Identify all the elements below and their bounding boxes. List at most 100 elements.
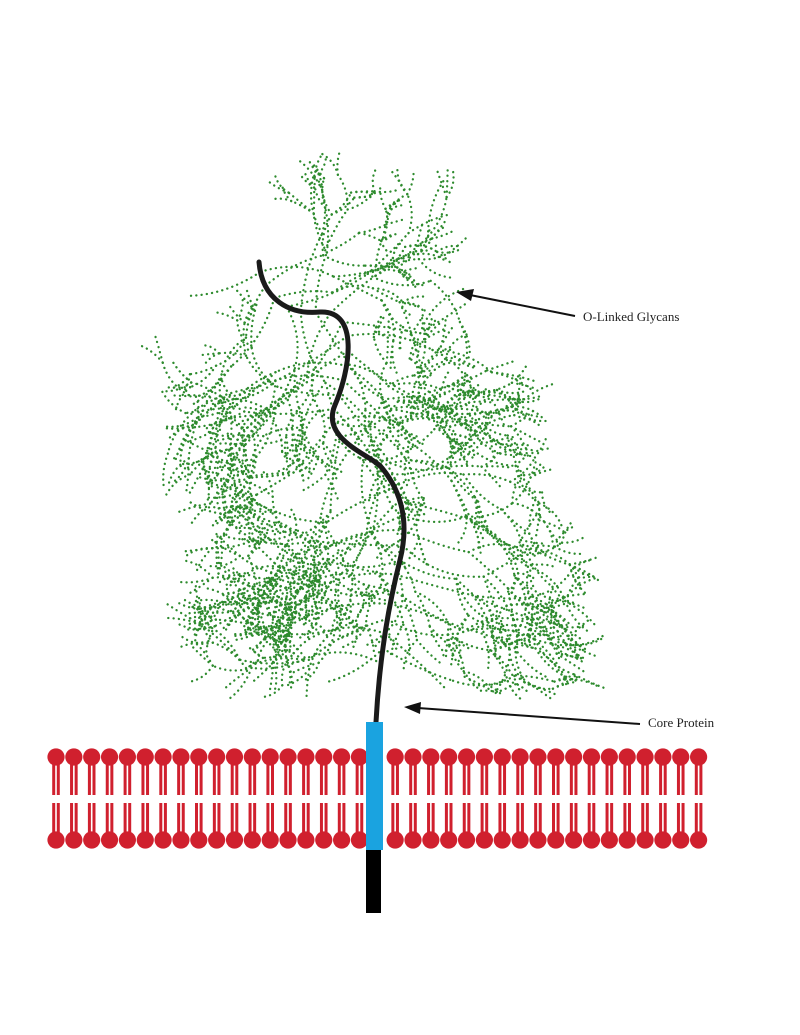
glycan-branch — [309, 607, 319, 628]
glycan-branch — [292, 422, 335, 474]
glycan-branch — [241, 526, 270, 540]
glycan-branch — [529, 460, 545, 479]
lipid-molecule — [475, 748, 493, 849]
glycan-branch — [551, 599, 565, 630]
glycan-branch — [392, 588, 473, 632]
glycan-branch — [568, 554, 602, 566]
glycan-branch — [434, 166, 448, 199]
glycan-branch — [465, 501, 514, 518]
glycan-branch — [489, 638, 521, 652]
glycan-branch — [294, 572, 354, 593]
glycan-branch — [250, 521, 285, 533]
glycan-branch — [373, 627, 390, 649]
glycan-branch — [529, 468, 553, 479]
o-linked-glycans — [139, 149, 606, 701]
glycan-branch — [350, 398, 384, 448]
glycan-branch — [184, 606, 217, 615]
glycan-branch — [210, 587, 254, 609]
glycan-branch — [245, 625, 266, 631]
glycan-branch — [385, 203, 396, 226]
glycan-branch — [535, 606, 548, 630]
glycan-branch — [182, 625, 216, 631]
glycan-branch — [339, 399, 400, 438]
glycan-branch — [451, 369, 489, 391]
glycan-branch — [482, 547, 533, 578]
glycan-branch — [321, 177, 327, 210]
glycan-branch — [280, 182, 293, 203]
glycan-branch — [246, 600, 265, 626]
glycan-branch — [200, 465, 222, 472]
glycan-branch — [362, 583, 377, 602]
glycan-branch — [199, 612, 215, 644]
glycan-branch — [465, 423, 475, 445]
glycan-branch — [509, 425, 541, 443]
glycan-branch — [173, 415, 200, 465]
glycan-branch — [247, 537, 263, 557]
glycan-branch — [533, 638, 567, 680]
glycan-branch — [513, 624, 543, 636]
glycan-branch — [548, 605, 553, 641]
glycan-branch — [470, 521, 482, 557]
glycan-branch — [472, 391, 514, 401]
glycan-branch — [256, 521, 271, 541]
glycan-branch — [465, 515, 508, 546]
glycan-branch — [380, 233, 397, 243]
glycan-branch — [446, 633, 466, 678]
glycan-branch — [325, 485, 396, 524]
glycan-branch — [439, 410, 468, 426]
glycan-branch — [393, 478, 410, 506]
glycans-label: O-Linked Glycans — [583, 309, 679, 324]
glycan-branch — [405, 502, 426, 516]
glycan-branch — [403, 457, 410, 491]
glycan-branch — [276, 539, 290, 572]
glycan-branch — [493, 653, 522, 694]
lipid-molecule — [529, 748, 547, 849]
glycan-branch — [299, 232, 324, 313]
glycan-branch — [529, 547, 572, 567]
glycan-branch — [321, 213, 333, 257]
glycan-branch — [402, 638, 419, 673]
glycan-branch — [286, 543, 304, 564]
glycan-branch — [516, 639, 537, 651]
glycan-branch — [360, 453, 380, 545]
glycan-branch — [267, 592, 274, 615]
glycan-branch — [374, 236, 385, 277]
glycan-branch — [353, 191, 378, 199]
glycan-branch — [366, 231, 410, 275]
glycan-branch — [189, 396, 224, 432]
glycan-branch — [161, 361, 190, 397]
glycan-branch — [380, 299, 395, 343]
glycan-branch — [189, 501, 222, 515]
glycan-branch — [241, 409, 263, 423]
glycan-branch — [335, 433, 362, 460]
glycan-branch — [240, 414, 268, 447]
lipid-molecule — [136, 748, 154, 849]
glycan-branch — [527, 618, 535, 648]
glycan-branch — [187, 415, 200, 460]
glycan-branch — [456, 639, 462, 663]
glycan-branch — [221, 490, 232, 525]
glycan-branch — [458, 320, 469, 362]
glycan-branch — [407, 440, 453, 483]
glycan-branch — [354, 586, 382, 622]
glycan-branch — [312, 539, 404, 547]
glycan-branch — [291, 580, 318, 621]
glycan-branch — [495, 388, 529, 395]
glycan-branch — [467, 400, 494, 404]
glycan-branch — [285, 660, 293, 691]
glycan-branch — [435, 250, 455, 267]
glycan-branch — [485, 683, 505, 698]
glycan-branch — [409, 369, 424, 420]
glycan-branch — [330, 191, 353, 216]
glycan-branch — [280, 654, 293, 687]
glycan-branch — [349, 589, 353, 615]
glycan-branch — [523, 681, 558, 697]
glycan-branch — [467, 542, 519, 554]
glycan-branch — [545, 606, 570, 629]
glycan-branch — [165, 473, 192, 496]
glycan-branch — [225, 430, 232, 456]
glycan-branch — [301, 381, 327, 430]
glycan-branch — [373, 189, 397, 194]
glycan-branch — [268, 538, 298, 559]
glycan-branch — [197, 596, 212, 629]
